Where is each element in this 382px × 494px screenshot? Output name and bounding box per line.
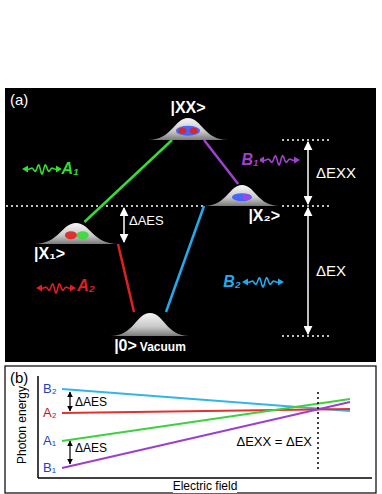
energy-arrow bbox=[307, 208, 309, 334]
transition-label: B₁ bbox=[241, 151, 260, 169]
blob-shape bbox=[204, 185, 280, 206]
energy-arrow bbox=[307, 142, 309, 204]
transition-line bbox=[84, 140, 172, 222]
panel-frame bbox=[5, 366, 376, 493]
transition-label: A₁ bbox=[61, 160, 80, 178]
annotation-label: B₂ bbox=[43, 381, 57, 396]
carrier-dot bbox=[65, 231, 77, 239]
carrier-dot bbox=[77, 231, 89, 239]
transition-label: B₂ bbox=[222, 273, 242, 291]
photon-wave bbox=[246, 278, 280, 287]
carrier-dot bbox=[190, 128, 198, 134]
dotted-level bbox=[282, 205, 332, 207]
photon-arrowhead bbox=[258, 157, 300, 164]
transition-line bbox=[166, 206, 204, 312]
transition-label: A₂ bbox=[76, 277, 96, 295]
annotation-label: A₂ bbox=[43, 405, 57, 420]
blob-shape bbox=[148, 118, 228, 140]
carrier-dot bbox=[176, 126, 200, 136]
level-label: Vacuum bbox=[140, 340, 186, 355]
photon-arrowhead bbox=[242, 279, 284, 286]
splitting-arrow bbox=[69, 392, 70, 411]
energy-line bbox=[62, 389, 350, 411]
panel-ground bbox=[5, 88, 376, 362]
dotted-marker bbox=[317, 392, 319, 470]
transition-line bbox=[204, 140, 238, 184]
wavefunction-blob bbox=[34, 222, 118, 244]
blob-shape bbox=[110, 313, 190, 336]
splitting-arrow bbox=[123, 208, 125, 242]
dotted-level bbox=[282, 139, 332, 141]
energy-level: |0>Vacuum bbox=[110, 312, 190, 356]
annotation-label: ΔEX bbox=[316, 262, 346, 279]
carrier-dot bbox=[178, 128, 186, 134]
photon-packets bbox=[22, 156, 300, 293]
annotation-label: ΔEXX = ΔEX bbox=[236, 434, 312, 449]
photon-wave bbox=[26, 165, 58, 174]
annotation-label: ΔAES bbox=[75, 395, 107, 409]
wavefunction-blob bbox=[110, 312, 190, 336]
level-label: |X₂> bbox=[248, 206, 280, 225]
annotation-label: ΔAES bbox=[75, 441, 107, 455]
annotation-label: (a) bbox=[10, 91, 28, 108]
annotation-label: Photon energy bbox=[15, 386, 29, 464]
photon-arrowhead bbox=[36, 285, 76, 292]
annotation-label: B₁ bbox=[43, 460, 56, 475]
annotation-label: A₁ bbox=[43, 433, 56, 448]
photon-wave bbox=[40, 284, 72, 293]
blob-shape bbox=[34, 223, 118, 244]
wavefunction-blob bbox=[148, 117, 228, 140]
photon-wave bbox=[262, 156, 296, 165]
annotation-label: ΔEXX bbox=[316, 164, 356, 181]
dotted-level bbox=[6, 205, 204, 207]
transition-line bbox=[118, 244, 134, 312]
annotation-label: Electric field bbox=[173, 479, 238, 493]
dotted-level bbox=[282, 335, 332, 337]
energy-level: |X₁> bbox=[34, 222, 118, 262]
carrier-dot bbox=[232, 193, 252, 201]
level-label-row: |0>Vacuum bbox=[114, 336, 186, 355]
carrier-dot bbox=[243, 194, 251, 200]
photon-arrowhead bbox=[22, 166, 62, 173]
y-axis bbox=[37, 376, 39, 478]
energy-level: |X₂> bbox=[204, 184, 280, 224]
level-label: |XX> bbox=[170, 98, 205, 117]
splitting-arrow bbox=[69, 441, 70, 464]
wavefunction-blob bbox=[204, 184, 280, 206]
annotation-label: ΔAES bbox=[129, 213, 164, 228]
level-label: |0> bbox=[114, 336, 137, 355]
annotation-label: (b) bbox=[10, 369, 28, 386]
energy-line bbox=[62, 402, 350, 468]
energy-level: |XX> bbox=[148, 98, 228, 140]
level-label: |X₁> bbox=[34, 244, 65, 263]
